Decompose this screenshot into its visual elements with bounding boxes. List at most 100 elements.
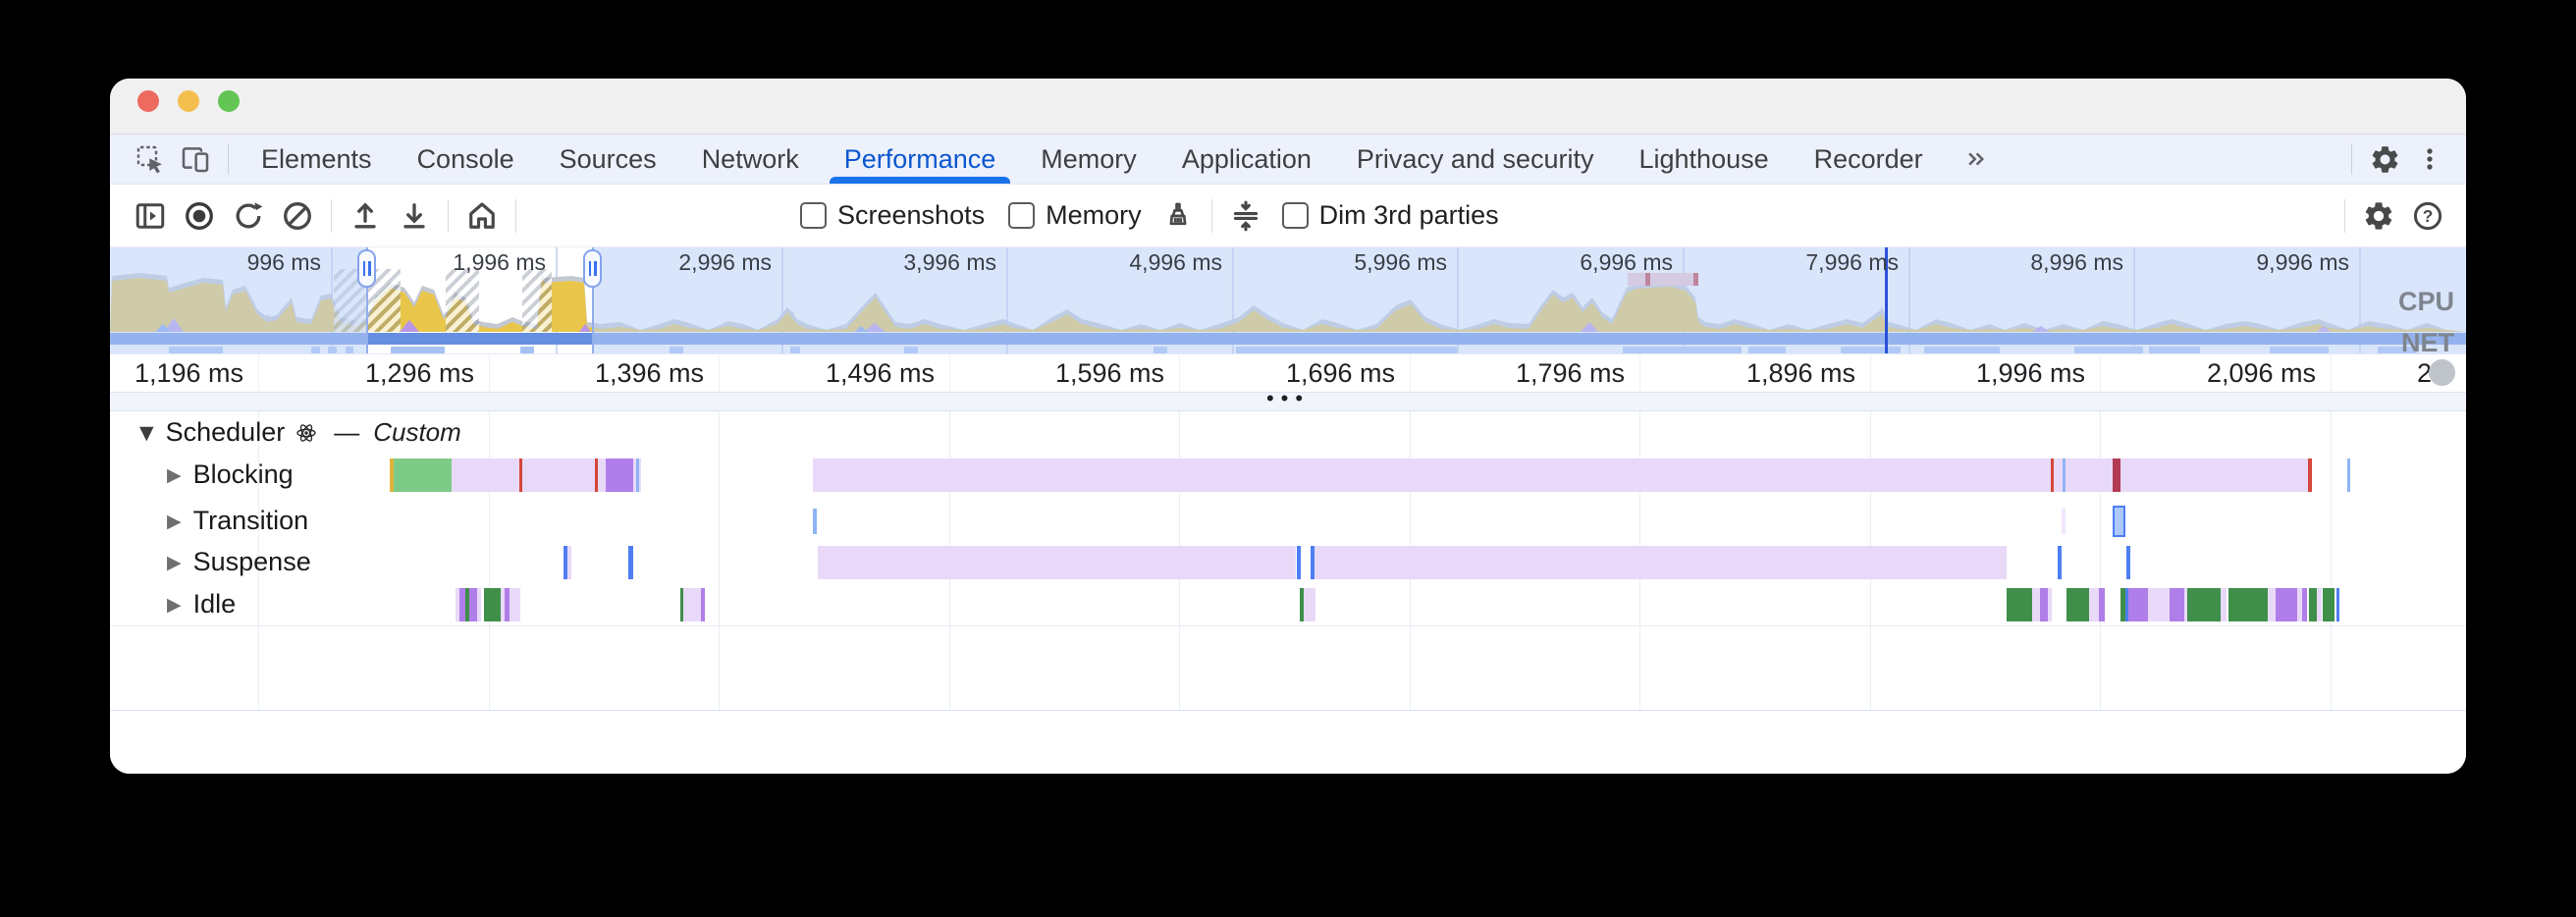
flame-bar-blue[interactable]	[2126, 546, 2130, 579]
flame-bar-lavender[interactable]	[2268, 588, 2276, 621]
home-icon[interactable]	[460, 194, 504, 238]
collapse-triangle-icon[interactable]: ▼	[139, 421, 154, 444]
flame-bar-purple[interactable]	[2276, 588, 2297, 621]
screenshots-checkbox-box[interactable]	[800, 202, 827, 229]
flame-bar-blue[interactable]	[628, 546, 633, 579]
flame-bar-yellow[interactable]	[390, 458, 394, 492]
tab-memory[interactable]: Memory	[1018, 135, 1159, 184]
flame-bar-lavender[interactable]	[2148, 588, 2170, 621]
flame-bar-purple[interactable]	[469, 588, 477, 621]
clear-button[interactable]	[276, 194, 319, 238]
flame-bar-blue[interactable]	[1311, 546, 1315, 579]
flame-bar-lavenderLight[interactable]	[2062, 509, 2066, 534]
flame-bar-red[interactable]	[595, 458, 598, 492]
tab-sources[interactable]: Sources	[537, 135, 679, 184]
flame-bar-purple[interactable]	[2128, 588, 2148, 621]
track-row-suspense[interactable]: ▶Suspense	[110, 542, 2466, 583]
expand-triangle-icon[interactable]: ▶	[167, 593, 182, 616]
tab-recorder[interactable]: Recorder	[1792, 135, 1946, 184]
selection-right-handle[interactable]	[583, 249, 602, 288]
flame-bar-lavender[interactable]	[1315, 546, 2007, 579]
window-titlebar[interactable]	[110, 79, 2466, 135]
capture-settings-gear-icon[interactable]	[2357, 194, 2400, 238]
more-tabs-button[interactable]	[1946, 135, 2007, 184]
record-button[interactable]	[178, 194, 221, 238]
selection-right-edge[interactable]	[592, 247, 594, 353]
track-row-transition[interactable]: ▶Transition	[110, 501, 2466, 542]
flame-bar-greenDark[interactable]	[484, 588, 501, 621]
flame-bar-blue[interactable]	[2336, 588, 2339, 621]
flame-bar-lavender[interactable]	[501, 588, 505, 621]
flame-bar-purple[interactable]	[2302, 588, 2307, 621]
flame-bar-blue[interactable]	[2125, 588, 2128, 621]
flame-bar-blue[interactable]	[1297, 546, 1301, 579]
flame-bar-lavender[interactable]	[2048, 588, 2052, 621]
dim-3rd-parties-checkbox[interactable]: Dim 3rd parties	[1281, 200, 1499, 231]
screenshots-checkbox[interactable]: Screenshots	[800, 200, 985, 231]
flame-bar-greenDark[interactable]	[2007, 588, 2032, 621]
flame-bar-lavender[interactable]	[510, 588, 520, 621]
playhead-line[interactable]	[1885, 247, 1888, 353]
tab-lighthouse[interactable]: Lighthouse	[1617, 135, 1792, 184]
flame-bar-purple[interactable]	[2099, 588, 2105, 621]
flame-bar-purple[interactable]	[701, 588, 705, 621]
flame-bar-purple[interactable]	[2040, 588, 2048, 621]
maximize-window-button[interactable]	[218, 90, 240, 112]
flame-bar-purple[interactable]	[2170, 588, 2184, 621]
flame-bar-greenDark[interactable]	[2066, 588, 2089, 621]
upload-profile-icon[interactable]	[344, 194, 387, 238]
expand-triangle-icon[interactable]: ▶	[167, 551, 182, 573]
flame-bar-greenDark[interactable]	[2228, 588, 2268, 621]
selection-left-handle[interactable]	[357, 249, 376, 288]
flame-bar-purple[interactable]	[606, 458, 633, 492]
resize-dots[interactable]: •••	[1265, 386, 1311, 410]
flame-bar-blueSoft[interactable]	[813, 509, 817, 534]
flame-bar-blue[interactable]	[564, 546, 567, 579]
flame-bar-blueSoft[interactable]	[2063, 458, 2066, 492]
flame-bar-blue[interactable]	[2058, 546, 2062, 579]
flame-bar-lavender[interactable]	[2297, 588, 2302, 621]
flame-bar-redDark[interactable]	[2113, 458, 2120, 492]
track-row-blocking[interactable]: ▶Blocking	[110, 455, 2466, 496]
flame-bar-lavender[interactable]	[813, 458, 2312, 492]
flame-bar-greenDark[interactable]	[1300, 588, 1304, 621]
flame-bar-greenDark[interactable]	[2187, 588, 2221, 621]
scrollbar-thumb[interactable]	[2429, 359, 2455, 386]
reload-record-button[interactable]	[227, 194, 270, 238]
garbage-collect-icon[interactable]	[1156, 194, 1200, 238]
track-row-label-suspense[interactable]: ▶Suspense	[167, 547, 311, 577]
settings-gear-icon[interactable]	[2368, 142, 2401, 176]
flame-bar-red[interactable]	[2308, 458, 2312, 492]
flame-bar-red[interactable]	[519, 458, 522, 492]
help-icon[interactable]: ?	[2406, 194, 2449, 238]
tab-network[interactable]: Network	[679, 135, 822, 184]
flame-bar-lavender[interactable]	[567, 546, 571, 579]
expand-triangle-icon[interactable]: ▶	[167, 463, 182, 486]
flame-bar-greenDark[interactable]	[2309, 588, 2317, 621]
flame-bar-lavender[interactable]	[1304, 588, 1315, 621]
flame-bar-purple[interactable]	[459, 588, 465, 621]
inspect-element-icon[interactable]	[134, 142, 167, 176]
flame-bar-greenDark[interactable]	[2323, 588, 2334, 621]
flame-bar-purple[interactable]	[505, 588, 510, 621]
tab-console[interactable]: Console	[395, 135, 537, 184]
flame-bar-lavender[interactable]	[2221, 588, 2227, 621]
dim-3rd-parties-checkbox-box[interactable]	[1281, 202, 1309, 229]
flame-bar-blueSoft[interactable]	[636, 458, 639, 492]
flame-bar-blueBox[interactable]	[2113, 506, 2125, 537]
flamechart-tracks[interactable]: ▼Scheduler—Custom ▶Blocking ▶Transition ▶Su…	[110, 411, 2466, 710]
expand-triangle-icon[interactable]: ▶	[167, 510, 182, 532]
selection-left-edge[interactable]	[366, 247, 368, 353]
close-window-button[interactable]	[137, 90, 159, 112]
flame-bar-lavender[interactable]	[456, 588, 459, 621]
flame-bar-lavender[interactable]	[2184, 588, 2187, 621]
panel-resize-handle[interactable]: •••	[110, 386, 2466, 411]
flame-bar-green[interactable]	[394, 458, 452, 492]
flame-bar-blueSoft[interactable]	[2347, 458, 2350, 492]
device-toolbar-icon[interactable]	[179, 142, 212, 176]
track-group-header[interactable]: ▼Scheduler—Custom	[110, 411, 2466, 455]
flame-bar-lavender[interactable]	[2089, 588, 2099, 621]
flame-bar-lavender[interactable]	[2317, 588, 2322, 621]
tab-application[interactable]: Application	[1159, 135, 1334, 184]
track-row-label-blocking[interactable]: ▶Blocking	[167, 459, 294, 490]
